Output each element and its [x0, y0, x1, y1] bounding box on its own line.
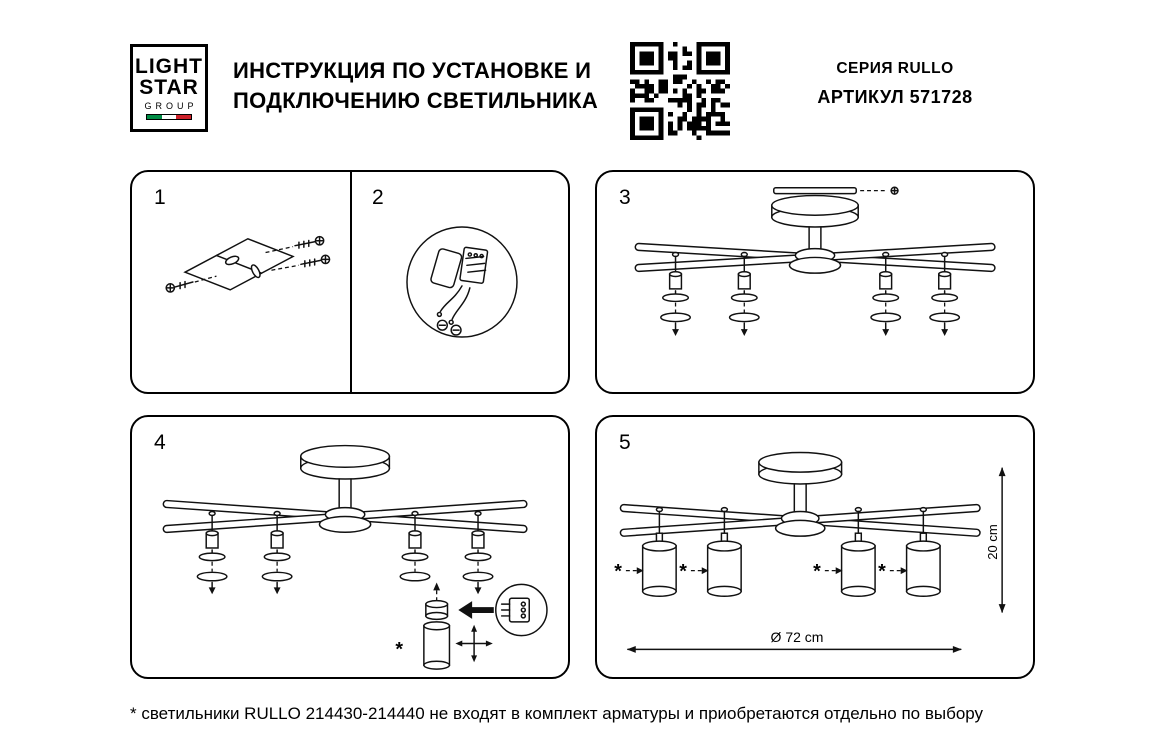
panel-steps-1-2: 1 2: [130, 170, 570, 394]
panel-step-5: 5 *: [595, 415, 1035, 679]
shade-marker: *: [878, 561, 908, 583]
step-2-number: 2: [372, 186, 384, 209]
screw-icon: [271, 254, 331, 271]
lamp-shade: [641, 506, 677, 597]
qr-code-image: [630, 42, 730, 140]
stem: [338, 478, 352, 511]
magnifier-detail: [495, 583, 548, 637]
svg-text:*: *: [614, 561, 622, 583]
height-dimension-label: 20 cm: [985, 524, 1000, 560]
junction-box: [430, 246, 489, 289]
svg-text:*: *: [679, 561, 687, 583]
series-block: СЕРИЯ RULLO АРТИКУЛ 571728: [765, 60, 1025, 108]
panel-divider: [350, 172, 352, 392]
ceiling-plate: [773, 186, 899, 195]
svg-text:*: *: [813, 561, 821, 583]
stem: [808, 226, 822, 252]
lamp-holder: [929, 251, 961, 337]
lamp-holder: [660, 251, 692, 337]
step-4-number: 4: [154, 431, 166, 454]
step-4-illustration: *: [162, 444, 548, 670]
screw-icon: [265, 235, 325, 254]
wires: [436, 285, 471, 336]
ceiling-canopy: [758, 451, 843, 485]
lamp-holder: [728, 251, 760, 337]
page-title: ИНСТРУКЦИЯ ПО УСТАНОВКЕ И ПОДКЛЮЧЕНИЮ СВ…: [233, 56, 598, 116]
shade-marker: *: [614, 561, 644, 583]
diameter-dimension: [626, 645, 962, 653]
stem: [793, 483, 807, 515]
title-line-2: ПОДКЛЮЧЕНИЮ СВЕТИЛЬНИКА: [233, 88, 599, 113]
hub: [774, 510, 826, 537]
lamp-holder: [196, 510, 228, 595]
panel-step-4: 4: [130, 415, 570, 679]
step-1-number: 1: [154, 186, 166, 209]
ceiling-canopy: [300, 444, 391, 480]
step-1-illustration: [165, 235, 331, 293]
logo-word-group: GROUP: [144, 101, 198, 111]
italian-flag-icon: [146, 114, 192, 120]
footnote: * светильники RULLO 214430-214440 не вхо…: [130, 704, 984, 723]
logo-word-star: STAR: [139, 76, 199, 99]
article-label: АРТИКУЛ 571728: [817, 87, 973, 107]
hub: [318, 506, 372, 533]
socket-adapter: [425, 582, 449, 621]
height-dimension: [998, 467, 1006, 613]
lamp-shade: [905, 506, 941, 597]
lamp-holder: [462, 510, 494, 595]
step-5-illustration: * * * *: [614, 451, 1006, 653]
move-cross-icon: [455, 624, 493, 663]
connector-terminal: [500, 597, 530, 623]
hub: [788, 247, 842, 274]
arrow-left-icon: [458, 601, 494, 619]
lamp-socket: [423, 621, 451, 670]
asterisk-mark: *: [395, 638, 403, 660]
screw-icon: [165, 275, 217, 293]
lamp-holder: [870, 251, 902, 337]
step-2-illustration: [406, 226, 518, 338]
title-line-1: ИНСТРУКЦИЯ ПО УСТАНОВКЕ И: [233, 58, 592, 83]
diameter-dimension-label: Ø 72 cm: [770, 629, 824, 645]
panel-step-3: 3: [595, 170, 1035, 394]
shade-marker: *: [813, 561, 843, 583]
svg-text:*: *: [878, 561, 886, 583]
detail-circle: [406, 226, 518, 338]
step-3-illustration: [634, 186, 996, 337]
step-5-number: 5: [619, 431, 631, 454]
series-label: СЕРИЯ RULLO: [836, 60, 954, 77]
lamp-holder: [399, 510, 431, 582]
lamp-shade: [840, 506, 876, 597]
mounting-bracket: [183, 237, 295, 291]
shade-marker: *: [679, 561, 709, 583]
lamp-shade: [706, 506, 742, 597]
lightstar-logo: LIGHT STAR GROUP: [130, 44, 208, 132]
lamp-holder: [261, 510, 293, 595]
step-3-number: 3: [619, 186, 631, 209]
logo-word-light: LIGHT: [135, 55, 203, 78]
screw-icon: [890, 186, 899, 195]
ceiling-canopy: [771, 194, 859, 228]
